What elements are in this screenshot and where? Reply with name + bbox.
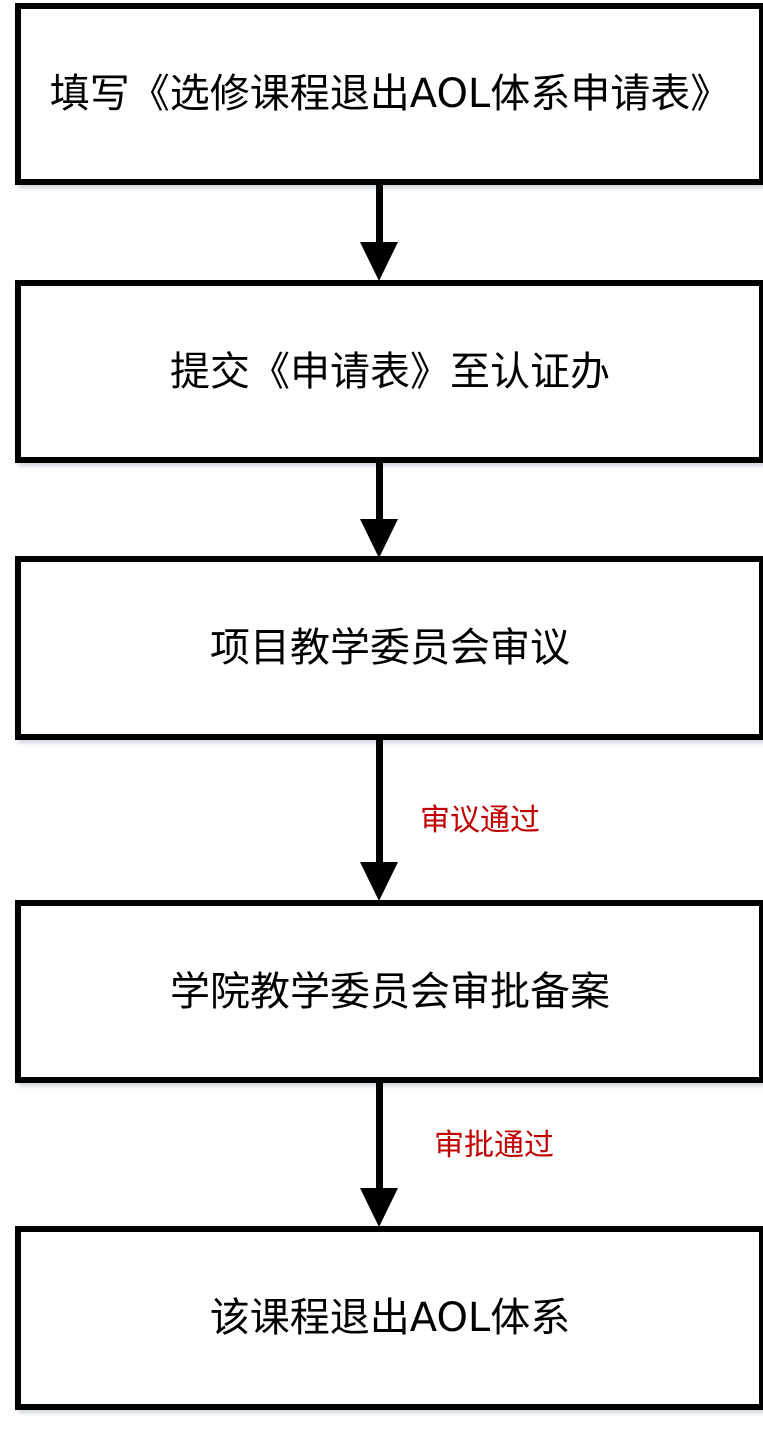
step-3-box: 项目教学委员会审议	[15, 556, 763, 740]
arrow-3-line	[376, 740, 383, 865]
arrow-4-line	[376, 1083, 383, 1193]
arrow-1-head-icon	[360, 242, 398, 281]
arrow-2-line	[376, 463, 383, 523]
arrow-1-line	[376, 185, 383, 245]
edge-label-approved-review: 审议通过	[420, 803, 540, 838]
step-4-box: 学院教学委员会审批备案	[15, 900, 763, 1083]
step-4-text: 学院教学委员会审批备案	[170, 968, 610, 1015]
step-5-text: 该课程退出AOL体系	[209, 1295, 571, 1341]
edge-label-approved-filing: 审批通过	[434, 1128, 554, 1163]
step-3-text: 项目教学委员会审议	[210, 625, 570, 671]
step-5-box: 该课程退出AOL体系	[15, 1226, 763, 1410]
step-1-text: 填写《选修课程退出AOL体系申请表》	[49, 71, 731, 117]
arrow-4-head-icon	[360, 1188, 398, 1227]
step-2-box: 提交《申请表》至认证办	[15, 280, 763, 463]
arrow-2-head-icon	[360, 519, 398, 558]
step-2-text: 提交《申请表》至认证办	[170, 348, 610, 395]
arrow-3-head-icon	[360, 862, 398, 901]
step-1-box: 填写《选修课程退出AOL体系申请表》	[15, 3, 763, 185]
